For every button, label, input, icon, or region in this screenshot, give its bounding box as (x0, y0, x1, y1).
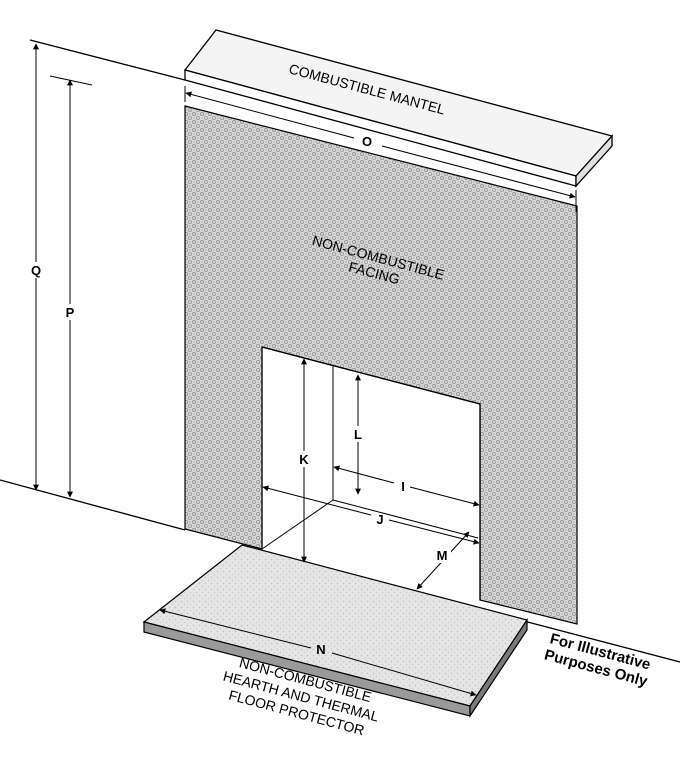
dim-l-label: L (354, 427, 362, 442)
dim-n-line-left (159, 608, 312, 649)
firebox-top-edge (261, 346, 481, 405)
wall-top-line (29, 39, 186, 81)
dim-o-label: O (362, 134, 372, 149)
dim-i-label: I (401, 479, 405, 494)
dim-q-label: Q (31, 263, 41, 278)
dim-o-line-left (185, 91, 355, 139)
dim-n-line-right (331, 652, 477, 697)
hearth-right-face (469, 618, 528, 718)
dim-m-label: M (437, 548, 448, 563)
illustrative-note: For Illustrative Purposes Only (543, 630, 653, 690)
firebox-floor-back (261, 499, 334, 550)
combustible-mantel-side (575, 134, 613, 188)
dim-i-line-left (333, 465, 395, 484)
dim-j-label: J (376, 512, 383, 527)
dim-k-label: K (299, 452, 309, 467)
dim-i-line-right (409, 486, 480, 507)
floor-line-right (519, 619, 681, 663)
floor-line-left (0, 479, 186, 531)
p-ext-line (49, 75, 93, 86)
dim-p-label: P (66, 305, 75, 320)
dim-o-line-right (381, 145, 576, 199)
dim-j-line-left (262, 485, 372, 516)
dim-n-label: N (316, 642, 325, 657)
